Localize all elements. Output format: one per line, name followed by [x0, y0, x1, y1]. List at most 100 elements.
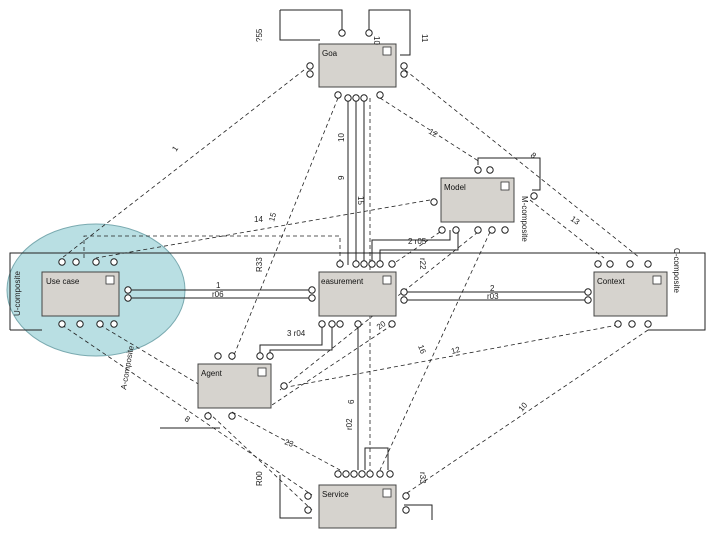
cardinality-marker — [360, 260, 368, 268]
cardinality-marker — [584, 296, 592, 304]
cardinality-marker — [474, 226, 482, 234]
agent-service-dash-2 — [207, 411, 313, 511]
label-service-5: r33 — [418, 472, 427, 484]
cardinality-marker — [365, 29, 373, 37]
entity-goal[interactable]: Goa — [318, 43, 397, 88]
label-goal-2: 10 — [372, 36, 381, 45]
cardinality-marker — [354, 320, 362, 328]
cardinality-marker — [376, 470, 384, 478]
entity-agent[interactable]: Agent — [197, 363, 272, 409]
solid-relationship-lines — [9, 9, 706, 520]
entities: Goa Model Use case easurement Context Ag… — [41, 43, 668, 529]
cardinality-marker — [334, 470, 342, 478]
entity-model[interactable]: Model — [440, 177, 515, 223]
entity-measurement-title: easurement — [321, 277, 364, 286]
label-goal-9: 15 — [267, 211, 278, 222]
goal-usecase-dash — [61, 69, 305, 259]
cardinality-marker — [584, 288, 592, 296]
goal-self-loop-right — [368, 9, 411, 56]
model-context-dash — [529, 199, 605, 259]
cardinality-marker — [501, 226, 509, 234]
cardinality-marker — [76, 320, 84, 328]
label-model-5: 2 r05 — [408, 237, 427, 246]
cardinality-marker — [204, 412, 212, 420]
cardinality-marker — [110, 258, 118, 266]
cardinality-marker — [352, 94, 360, 102]
cardinality-marker — [386, 470, 394, 478]
service-top-bracket — [364, 447, 389, 470]
cardinality-marker — [306, 62, 314, 70]
usecase-service-dash — [61, 324, 313, 496]
entity-model-icon — [500, 181, 510, 191]
entity-context[interactable]: Context — [593, 271, 668, 317]
cardinality-marker — [344, 94, 352, 102]
label-measurement-5: 16 — [416, 344, 428, 356]
goal-self-loop-left — [279, 10, 320, 41]
service-self-loop-left — [279, 475, 312, 519]
goal-model-dash — [379, 97, 481, 163]
model-usecase-dash — [95, 199, 431, 259]
usecase-agent-dash — [99, 324, 201, 386]
cardinality-marker — [376, 260, 384, 268]
entity-usecase[interactable]: Use case — [41, 271, 120, 317]
cardinality-marker — [124, 294, 132, 302]
label-measurement-2: r03 — [487, 292, 499, 301]
cardinality-marker — [124, 286, 132, 294]
label-service-3: 23 — [283, 437, 295, 449]
label-goal-3: 11 — [420, 34, 429, 43]
cardinality-marker — [334, 91, 342, 99]
cardinality-marker — [474, 166, 482, 174]
cardinality-marker — [644, 260, 652, 268]
label-goal-5: 12 — [427, 127, 440, 140]
entity-usecase-icon — [105, 275, 115, 285]
label-usecase-3: r06 — [212, 290, 224, 299]
label-context-1: C-composite — [672, 248, 681, 293]
label-model-7: R33 — [255, 257, 264, 272]
cardinality-marker — [280, 382, 288, 390]
entity-context-icon — [652, 275, 662, 285]
cardinality-marker — [338, 29, 346, 37]
model-measurement-dash — [395, 231, 441, 263]
cardinality-marker — [402, 506, 410, 514]
model-measurement-link — [371, 230, 451, 262]
cardinality-marker — [438, 226, 446, 234]
cardinality-marker — [228, 412, 236, 420]
cardinality-marker — [328, 320, 336, 328]
entity-service-icon — [382, 488, 392, 498]
cardinality-marker — [614, 320, 622, 328]
label-goal-7: 10 — [337, 133, 346, 142]
cardinality-marker — [488, 226, 496, 234]
model-service-dash — [379, 231, 491, 471]
cardinality-marker — [304, 506, 312, 514]
model-self-loop — [477, 157, 541, 191]
cardinality-marker — [350, 470, 358, 478]
label-usecase-1: U-composite — [13, 271, 22, 316]
label-model-2: 13 — [569, 214, 582, 227]
label-service-1: r02 — [345, 418, 354, 430]
cardinality-marker — [530, 192, 538, 200]
label-measurement-1: 2 — [490, 284, 495, 293]
label-usecase-5: 8 — [183, 414, 192, 424]
cardinality-marker — [430, 198, 438, 206]
label-goal-6: 8 — [529, 151, 539, 161]
entity-service[interactable]: Service — [318, 484, 397, 529]
cardinality-marker — [306, 70, 314, 78]
label-context-3: 10 — [517, 400, 530, 413]
usecase-measurement-top-dash — [83, 235, 341, 262]
cardinality-marker — [400, 70, 408, 78]
goal-agent-dash — [231, 97, 339, 361]
cardinality-marker — [352, 260, 360, 268]
cardinality-marker — [644, 320, 652, 328]
cardinality-marker — [400, 62, 408, 70]
cardinality-marker — [92, 258, 100, 266]
label-model-1: M-composite — [520, 196, 529, 242]
goal-context-dash — [404, 69, 641, 259]
cardinality-marker — [308, 286, 316, 294]
entity-measurement[interactable]: easurement — [318, 271, 397, 317]
cardinality-marker — [360, 94, 368, 102]
label-goal-1: ?55 — [255, 28, 264, 42]
usecase-composite-frame — [9, 252, 706, 331]
cardinality-marker — [388, 320, 396, 328]
label-goal-4: 1 — [170, 144, 180, 153]
service-self-loop-right — [404, 504, 433, 520]
